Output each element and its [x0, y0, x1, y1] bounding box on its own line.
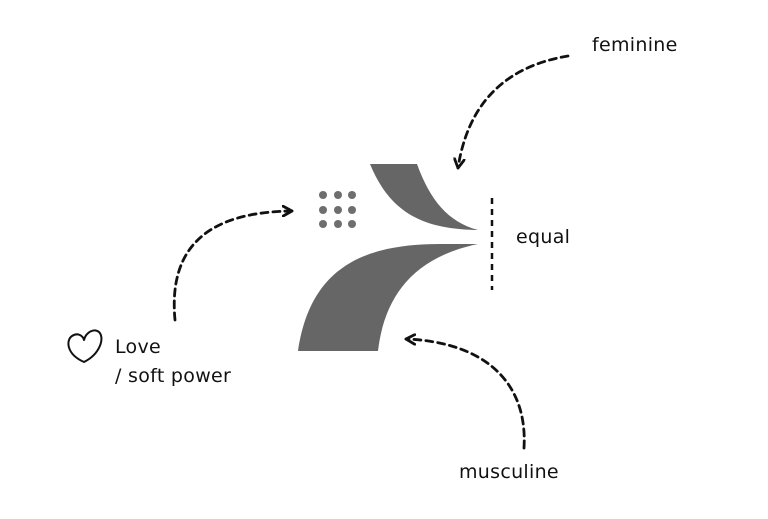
equal-label: equal	[516, 226, 571, 248]
dot-grid-icon	[319, 191, 356, 228]
love-label-line2: / soft power	[115, 365, 232, 387]
musculine-arrow	[404, 339, 526, 450]
musculine-shape	[298, 244, 478, 351]
love-label: Love / soft power	[115, 333, 231, 391]
heart-outline-icon	[67, 329, 103, 363]
love-label-line1: Love	[115, 336, 162, 358]
musculine-label: musculine	[459, 461, 559, 483]
feminine-shape	[370, 164, 478, 230]
love-arrow	[172, 211, 294, 322]
feminine-arrow	[458, 54, 570, 170]
feminine-label: feminine	[592, 34, 678, 56]
